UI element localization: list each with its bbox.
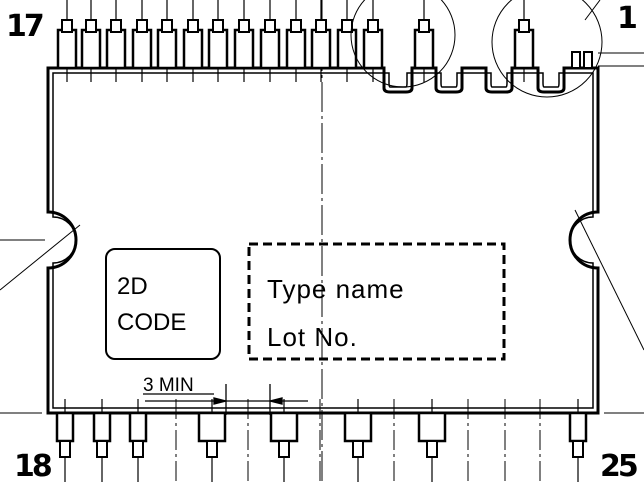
top-pin-tip [418,19,430,33]
top-pin-tip [290,19,302,33]
code-box: 2D CODE [105,248,221,360]
top-pin-tip [238,19,250,33]
top-pin-tip [264,19,276,33]
pin-label-1: 1 [617,1,636,36]
bottom-pin [417,411,447,443]
code-box-line2: CODE [117,309,186,336]
top-pin [513,28,535,70]
code-box-line1: 2D [117,273,148,300]
bottom-pin-tip [206,440,218,458]
pin-label-18: 18 [14,449,52,482]
top-pin-tip [315,19,327,33]
bottom-pin [128,411,148,443]
bottom-pin [568,411,588,443]
top-pin [182,28,204,70]
top-pin-tip [518,19,530,33]
pins [55,0,593,482]
top-pin [285,28,307,70]
bottom-pin-tip [352,440,364,458]
top-pin-tip [367,19,379,33]
top-pin-tip [187,19,199,33]
top-pin [233,28,255,70]
top-pin [105,28,127,70]
top-pin-stub [571,51,581,69]
pin-label-17: 17 [6,9,43,44]
top-pin-tip [61,19,73,33]
bottom-pin-tip [278,440,290,458]
top-pin [362,28,384,70]
bottom-pin-tip [132,440,144,458]
top-pin [413,28,435,70]
bottom-pin-tip [426,440,438,458]
bottom-pin [269,411,299,443]
bottom-pin [343,411,373,443]
bottom-pin-tip [96,440,108,458]
bottom-pin-tip [59,440,71,458]
dimension-label: 3 MIN [143,375,194,396]
top-pin [207,28,229,70]
top-pin-stub [583,51,593,69]
detail-circles [0,0,644,351]
top-pin-tip [161,19,173,33]
top-pin-tip [110,19,122,33]
marking-box: Type name Lot No. [247,242,506,361]
top-pin-tip [85,19,97,33]
lot-number-label: Lot No. [267,322,358,352]
dimension-3min: 3 MIN [143,375,308,415]
pin-label-25: 25 [600,449,637,482]
top-pin [80,28,102,70]
bottom-pin [197,411,227,443]
top-pin [131,28,153,70]
package-body [46,66,600,415]
bottom-pin-tip [572,440,584,458]
top-pin [310,28,332,70]
top-pin-tip [136,19,148,33]
bottom-pin [55,411,75,443]
top-pin [156,28,178,70]
top-pin-tip [341,19,353,33]
top-pin-tip [212,19,224,33]
top-pin [259,28,281,70]
bottom-pin [92,411,112,443]
type-name-label: Type name [267,274,405,304]
top-pin [56,28,78,70]
